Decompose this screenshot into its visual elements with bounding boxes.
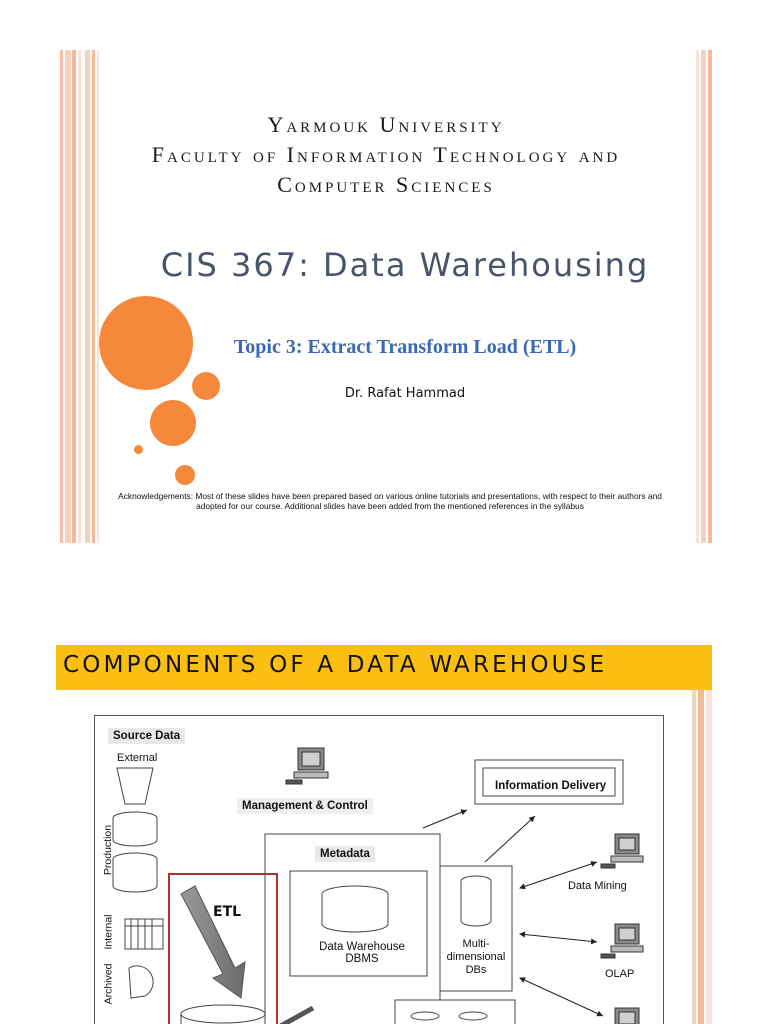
etl-label: ETL xyxy=(213,904,242,920)
components-slide: Components of a Data Warehouse xyxy=(56,645,712,1024)
etl-box xyxy=(168,873,278,1024)
olap-label: OLAP xyxy=(605,968,635,980)
left-stripe xyxy=(78,50,81,543)
title-banner: Components of a Data Warehouse xyxy=(56,645,712,690)
multidim-line-3: DBs xyxy=(465,964,487,976)
ack-line-2: adopted for our course. Additional slide… xyxy=(196,501,584,511)
arrow xyxy=(422,809,468,829)
arrow xyxy=(519,931,598,945)
right-stripe xyxy=(701,50,706,543)
course-title: CIS 367: Data Warehousing xyxy=(160,246,650,284)
source-data-label: Source Data xyxy=(108,728,186,744)
report-computer-icon xyxy=(614,1007,640,1024)
ack-line-1: Acknowledgements: Most of these slides h… xyxy=(118,491,662,501)
internal-label: Internal xyxy=(102,914,115,950)
right-stripe xyxy=(708,50,712,543)
data-mining-computer-icon xyxy=(600,833,644,869)
archived-label: Archived xyxy=(102,963,115,1005)
acknowledgements: Acknowledgements: Most of these slides h… xyxy=(90,491,690,511)
management-control-label: Management & Control xyxy=(237,798,373,814)
multidim-db-icon xyxy=(460,875,492,927)
production-db-icon xyxy=(112,811,158,893)
management-computer-icon xyxy=(285,747,329,785)
left-stripe xyxy=(72,50,76,543)
dw-dbms-label: Data Warehouse DBMS xyxy=(317,941,407,965)
arrow xyxy=(484,815,536,863)
production-label: Production xyxy=(102,824,115,876)
diagram-graphics xyxy=(112,747,644,1024)
right-stripe xyxy=(696,50,699,543)
internal-source-icon xyxy=(124,918,164,950)
left-stripe xyxy=(97,50,99,543)
left-stripe xyxy=(85,50,90,543)
multidim-line-2: dimensional xyxy=(446,951,506,963)
right-stripe xyxy=(706,690,712,1024)
dw-dbms-line-2: DBMS xyxy=(345,953,379,965)
decor-circle-small xyxy=(175,465,195,485)
left-stripe xyxy=(65,50,71,543)
right-stripe xyxy=(698,690,704,1024)
right-stripe xyxy=(692,690,696,1024)
decor-circle-large xyxy=(99,296,193,390)
external-source-icon xyxy=(116,767,154,805)
slide-title: Components of a Data Warehouse xyxy=(63,652,608,678)
data-warehouse-diagram: Source Data External Production Internal… xyxy=(94,715,664,1024)
data-mining-label: Data Mining xyxy=(568,880,627,892)
title-slide: Yarmouk University Faculty of Informatio… xyxy=(60,50,712,543)
faculty-line-1: Faculty of Information Technology and xyxy=(151,142,621,167)
arrow xyxy=(519,977,604,1017)
external-label: External xyxy=(117,752,158,764)
topic-title: Topic 3: Extract Transform Load (ETL) xyxy=(233,336,577,358)
left-stripe xyxy=(60,50,63,543)
decor-circle-small xyxy=(192,372,220,400)
author-name: Dr. Rafat Hammad xyxy=(344,386,466,401)
archived-source-icon xyxy=(128,965,154,999)
dw-dbms-line-1: Data Warehouse xyxy=(319,941,405,953)
decor-circle-tiny xyxy=(134,445,143,454)
multidim-line-1: Multi- xyxy=(462,938,490,950)
metadata-label: Metadata xyxy=(315,846,375,862)
etl-arrow-icon xyxy=(180,885,246,999)
dw-database-icon xyxy=(321,885,389,933)
olap-computer-icon xyxy=(600,923,644,959)
faculty-line-2: Computer Sciences xyxy=(277,172,495,197)
arrow xyxy=(519,861,598,890)
multidimensional-label: Multi- dimensional DBs xyxy=(441,938,511,977)
decor-circle-medium xyxy=(150,400,196,446)
university-name: Yarmouk University xyxy=(267,112,505,137)
information-delivery-label: Information Delivery xyxy=(490,778,612,794)
left-stripe xyxy=(92,50,95,543)
